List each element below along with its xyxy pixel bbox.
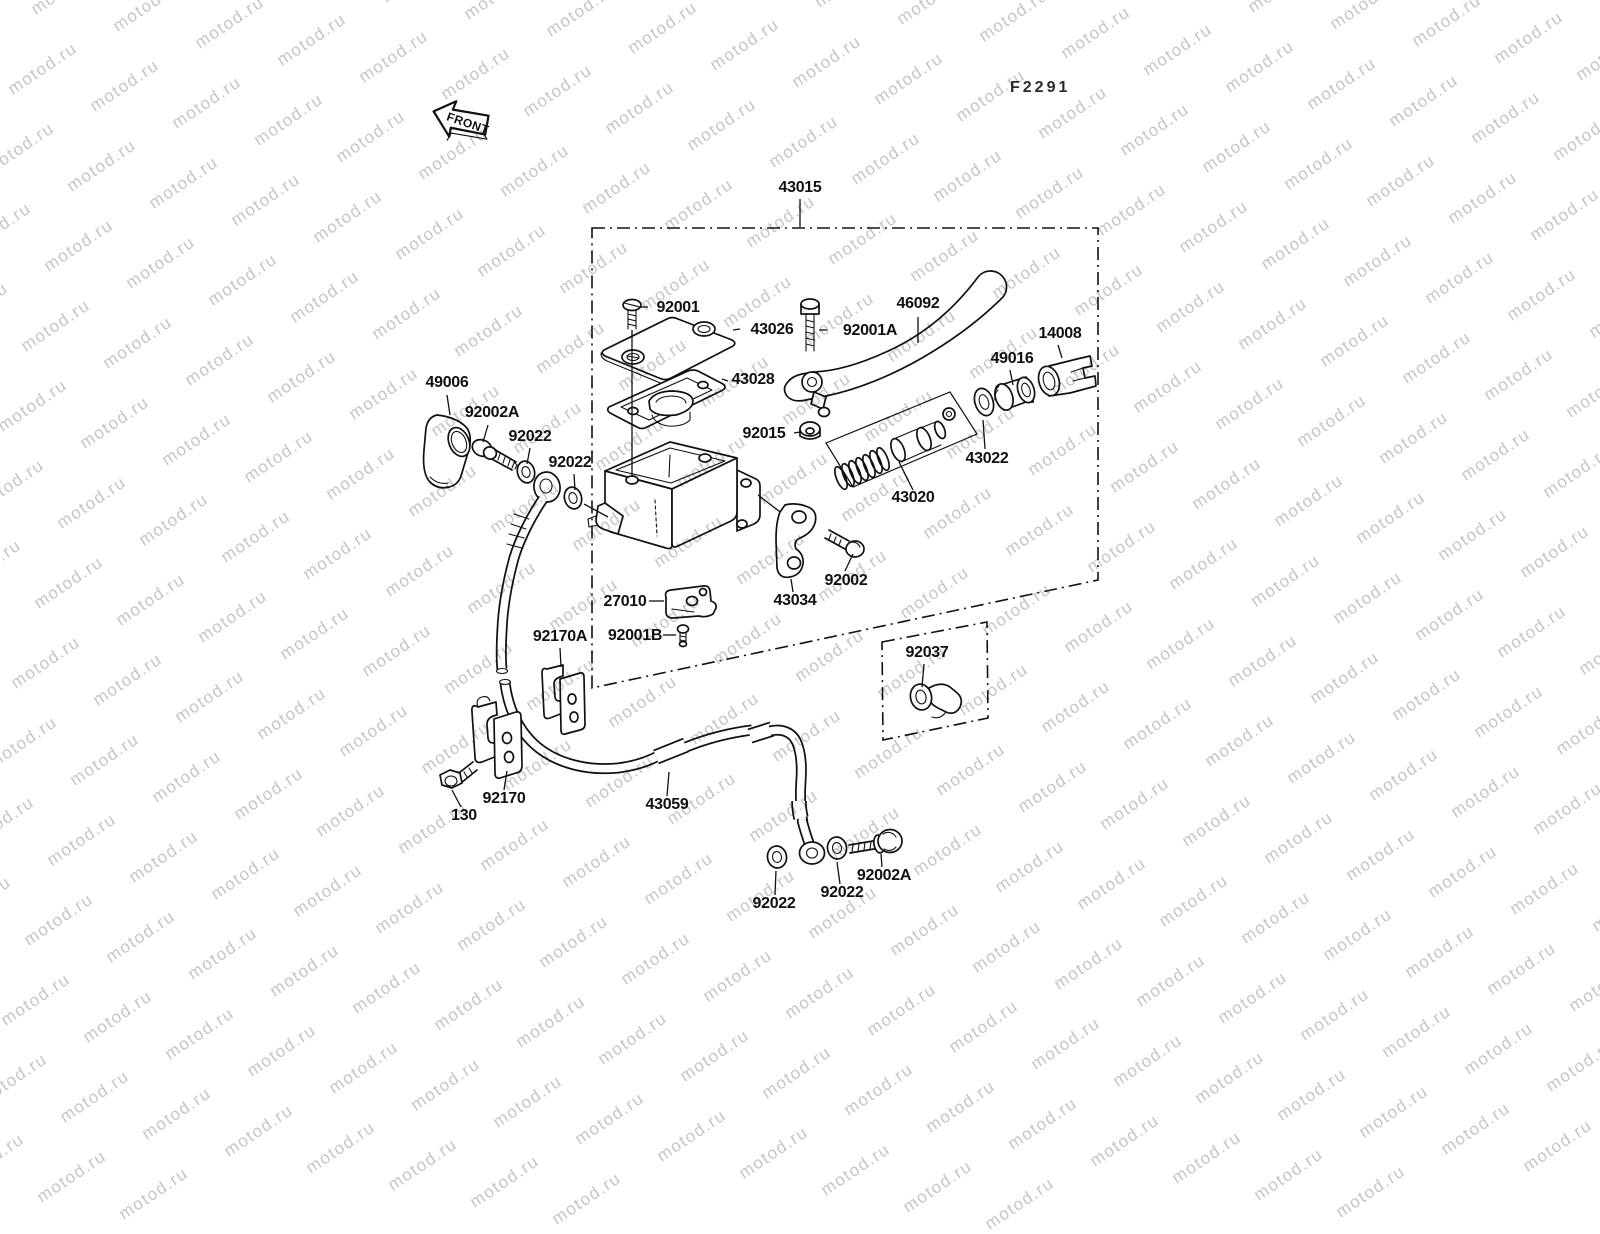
figure-code: F2291 bbox=[1010, 79, 1070, 96]
label-bracket-clamp: 43034 bbox=[774, 592, 817, 609]
label-washer-lower-2: 92022 bbox=[821, 884, 864, 901]
label-clamp-lower: 92170 bbox=[483, 790, 526, 807]
leader-clutch-hose bbox=[667, 772, 669, 796]
part-screw-clamp bbox=[678, 625, 689, 647]
label-washer-upper-1: 92022 bbox=[509, 428, 552, 445]
label-bushing: 49016 bbox=[991, 350, 1034, 367]
part-joint-clamp bbox=[666, 586, 717, 618]
label-washer-piston: 43022 bbox=[966, 450, 1009, 467]
leader-bolt-clamp bbox=[452, 790, 461, 807]
label-bolt-clamp: 130 bbox=[451, 807, 477, 824]
parts-catalog-page: { "header": { "code": "F2291" }, "front_… bbox=[0, 0, 1600, 1200]
parts-diagram-canvas: F2291 FRONT bbox=[0, 0, 1600, 1200]
label-screw-cap: 92001 bbox=[657, 299, 700, 316]
part-bracket-clamp bbox=[776, 504, 816, 577]
label-clutch-hose: 43059 bbox=[646, 796, 689, 813]
leader-piston-assy bbox=[899, 462, 913, 490]
part-clamp-upper bbox=[542, 665, 585, 734]
leader-locknut bbox=[794, 432, 800, 433]
part-banjo-eye-lower bbox=[800, 842, 825, 864]
label-locknut: 92015 bbox=[743, 425, 786, 442]
label-clutch-lever: 46092 bbox=[897, 295, 940, 312]
label-hose-assy-box: 43015 bbox=[779, 179, 822, 196]
label-hose-guide: 92037 bbox=[906, 644, 949, 661]
part-bolt-bracket bbox=[825, 530, 864, 557]
label-reservoir-cap: 43026 bbox=[751, 321, 794, 338]
label-piston-assy: 43020 bbox=[892, 489, 935, 506]
leader-washer-lower-2 bbox=[837, 862, 840, 884]
leader-retainer bbox=[1058, 345, 1062, 358]
leader-elbow-boot bbox=[447, 395, 450, 415]
part-master-cylinder-body bbox=[588, 442, 760, 549]
front-arrow: FRONT bbox=[427, 96, 495, 151]
label-screw-clamp: 92001B bbox=[608, 627, 662, 644]
label-elbow-boot: 49006 bbox=[426, 374, 469, 391]
leader-bracket-clamp bbox=[791, 579, 793, 592]
part-bolt-lever-pivot bbox=[801, 299, 819, 351]
label-joint-clamp: 27010 bbox=[604, 593, 647, 610]
part-elbow-boot bbox=[424, 415, 474, 488]
leader-bolt-bracket bbox=[845, 554, 853, 571]
leader-bolt-banjo-lower bbox=[881, 854, 882, 867]
part-washer-lower-2 bbox=[826, 836, 849, 861]
part-piston-assy bbox=[826, 392, 977, 491]
part-clutch-lever bbox=[785, 271, 1007, 417]
part-washer-upper-2 bbox=[562, 485, 584, 511]
label-clamp-upper: 92170A bbox=[533, 628, 588, 645]
sub-assembly-box-92037 bbox=[882, 622, 988, 740]
part-retainer bbox=[1035, 356, 1096, 398]
leader-diaphragm-plate bbox=[722, 379, 728, 381]
leader-clamp-upper bbox=[560, 648, 561, 667]
part-banjo-eye-upper bbox=[532, 470, 563, 504]
label-washer-upper-2: 92022 bbox=[549, 454, 592, 471]
leader-washer-piston bbox=[983, 420, 985, 449]
leader-washer-lower-1 bbox=[775, 871, 776, 895]
leader-bolt-banjo-upper bbox=[483, 425, 488, 442]
part-bushing bbox=[992, 375, 1038, 412]
part-locknut bbox=[800, 422, 820, 439]
label-bolt-lever-pivot: 92001A bbox=[843, 322, 898, 339]
leader-reservoir-cap bbox=[733, 329, 740, 330]
part-washer-piston bbox=[971, 386, 997, 418]
label-bolt-bracket: 92002 bbox=[825, 572, 868, 589]
part-washer-lower-1 bbox=[766, 845, 789, 870]
label-diaphragm-plate: 43028 bbox=[732, 371, 775, 388]
part-screw-cap bbox=[623, 300, 641, 330]
label-bolt-banjo-lower: 92002A bbox=[857, 867, 912, 884]
part-bolt-banjo-lower bbox=[849, 830, 902, 854]
part-hose-guide bbox=[908, 682, 961, 718]
label-retainer: 14008 bbox=[1039, 325, 1082, 342]
part-washer-upper-1 bbox=[515, 459, 537, 485]
label-washer-lower-1: 92022 bbox=[753, 895, 796, 912]
part-reservoir-cap bbox=[601, 318, 735, 385]
leader-hose-guide bbox=[922, 664, 924, 687]
label-bolt-banjo-upper: 92002A bbox=[465, 404, 520, 421]
part-bolt-clamp bbox=[440, 762, 477, 788]
